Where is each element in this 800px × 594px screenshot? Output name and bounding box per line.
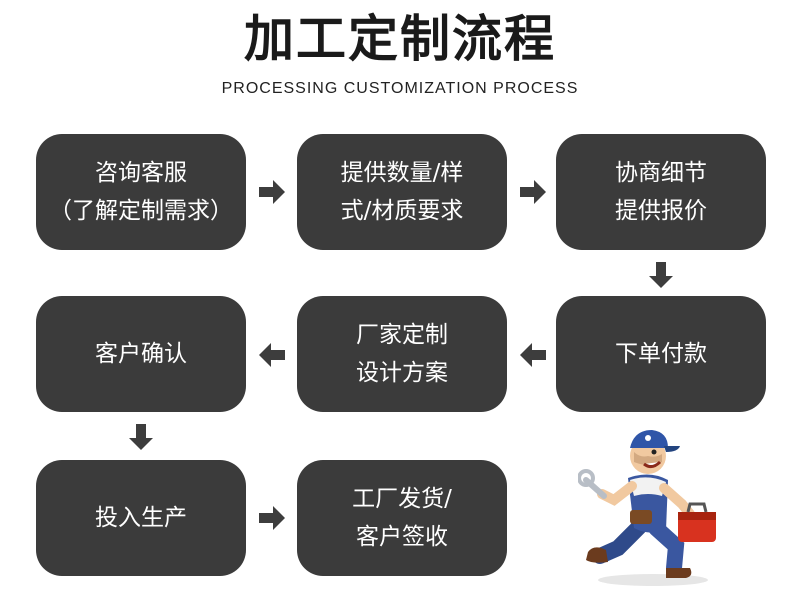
arrow-down-icon bbox=[126, 422, 156, 452]
step-label: 提供数量/样 bbox=[340, 160, 464, 186]
step-label: 投入生产 bbox=[95, 505, 187, 531]
step-customer-confirm: 客户确认 bbox=[36, 296, 246, 412]
step-provide-requirements: 提供数量/样 式/材质要求 bbox=[297, 134, 507, 250]
step-label: 客户确认 bbox=[95, 341, 187, 367]
step-production: 投入生产 bbox=[36, 460, 246, 576]
step-sublabel: 提供报价 bbox=[615, 198, 707, 224]
arrow-right-icon bbox=[257, 503, 287, 533]
page-title: 加工定制流程 bbox=[244, 10, 556, 68]
step-sublabel: 客户签收 bbox=[356, 524, 448, 550]
step-label: 厂家定制 bbox=[356, 322, 448, 348]
arrow-left-icon bbox=[257, 340, 287, 370]
step-sublabel: 式/材质要求 bbox=[340, 198, 464, 224]
step-place-order: 下单付款 bbox=[556, 296, 766, 412]
step-label: 下单付款 bbox=[615, 341, 707, 367]
arrow-left-icon bbox=[518, 340, 548, 370]
step-label: 工厂发货/ bbox=[352, 486, 452, 512]
arrow-right-icon bbox=[518, 177, 548, 207]
step-ship-receive: 工厂发货/ 客户签收 bbox=[297, 460, 507, 576]
step-sublabel: （了解定制需求） bbox=[49, 198, 233, 224]
page-subtitle: PROCESSING CUSTOMIZATION PROCESS bbox=[221, 80, 579, 97]
running-worker-icon bbox=[577, 418, 728, 590]
step-label: 协商细节 bbox=[615, 160, 707, 186]
step-label: 咨询客服 bbox=[95, 160, 187, 186]
arrow-down-icon bbox=[646, 260, 676, 290]
step-negotiate-quote: 协商细节 提供报价 bbox=[556, 134, 766, 250]
step-consult-service: 咨询客服 （了解定制需求） bbox=[36, 134, 246, 250]
step-sublabel: 设计方案 bbox=[356, 360, 448, 386]
arrow-right-icon bbox=[257, 177, 287, 207]
step-factory-design: 厂家定制 设计方案 bbox=[297, 296, 507, 412]
